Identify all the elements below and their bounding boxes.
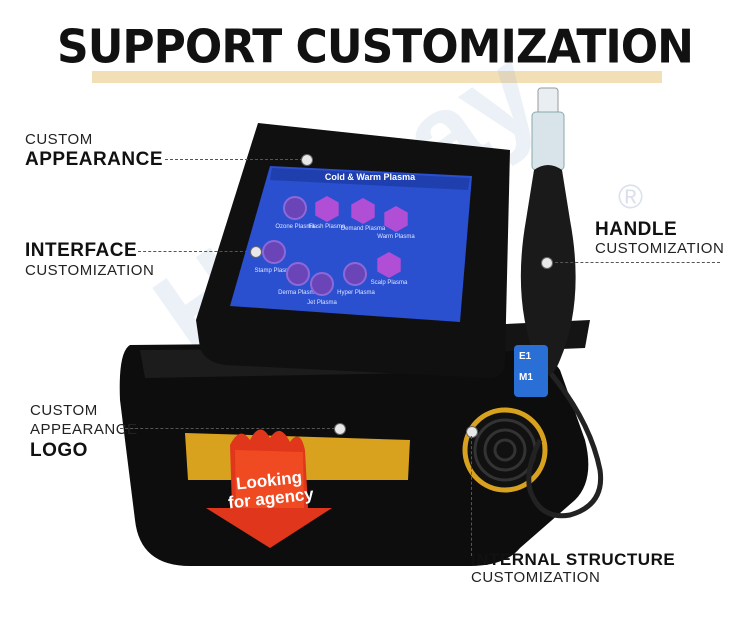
- derma-plasma-icon: [286, 262, 310, 286]
- ozone-plasma-icon: [283, 196, 307, 220]
- flash-plasma-icon: [315, 196, 339, 222]
- mode-label: Stamp Plasma: [254, 268, 294, 274]
- callout-dot: [466, 426, 478, 438]
- callout-logo-line3: LOGO: [30, 440, 88, 461]
- leader-line: [471, 436, 472, 556]
- handpiece-tip: [531, 111, 565, 171]
- scalp-plasma-icon: [377, 252, 401, 278]
- callout-logo-line1: CUSTOM: [30, 402, 98, 419]
- leader-line: [120, 428, 335, 429]
- callout-dot: [250, 246, 262, 258]
- demand-plasma-icon: [351, 198, 375, 224]
- callout-handle-line2: CUSTOMIZATION: [595, 240, 725, 257]
- callout-appearance-line1: CUSTOM: [25, 131, 93, 148]
- callout-internal-line1: INTERNAL STRUCTURE: [471, 550, 676, 569]
- m1-button: M1: [519, 372, 533, 383]
- callout-interface-line2: CUSTOMIZATION: [25, 262, 155, 279]
- mode-label: Ozone Plasma: [275, 224, 315, 230]
- mode-label: Jet Plasma: [307, 300, 337, 306]
- e1-button: E1: [519, 351, 532, 362]
- screen-title: Cold & Warm Plasma: [324, 172, 416, 182]
- leader-line: [550, 262, 720, 263]
- registered-mark: ®: [618, 178, 644, 216]
- callout-internal-line2: CUSTOMIZATION: [471, 569, 601, 586]
- callout-handle-line1: HANDLE: [595, 219, 678, 240]
- fan-grille: [462, 407, 548, 493]
- callout-appearance-line2: APPEARANCE: [25, 149, 164, 170]
- stamp-plasma-icon: [262, 240, 286, 264]
- handpiece-cable: [526, 368, 604, 519]
- mode-label: Derma Plasma: [278, 290, 318, 296]
- callout-dot: [541, 257, 553, 269]
- handpiece-control-panel: [514, 345, 548, 397]
- mode-label: Demand Plasma: [340, 226, 386, 232]
- title-underline: [92, 71, 662, 83]
- warm-plasma-icon: [384, 206, 408, 232]
- callout-dot: [301, 154, 313, 166]
- handpiece: [520, 165, 576, 375]
- agency-badge-shape: [206, 429, 332, 548]
- hyper-plasma-icon: [343, 262, 367, 286]
- mode-label: Warm Plasma: [377, 234, 415, 240]
- leader-line: [138, 251, 253, 252]
- mode-label: Hyper Plasma: [337, 290, 375, 296]
- page-title: SUPPORT CUSTOMIZATION: [57, 20, 694, 75]
- mode-label: Flash Plasma: [308, 224, 346, 230]
- leader-line: [165, 159, 303, 160]
- jet-plasma-icon: [310, 272, 334, 296]
- callout-dot: [334, 423, 346, 435]
- callout-logo-line2: APPEARANCE: [30, 421, 138, 438]
- mode-label: Scalp Plasma: [370, 280, 408, 286]
- callout-interface-line1: INTERFACE: [25, 240, 138, 261]
